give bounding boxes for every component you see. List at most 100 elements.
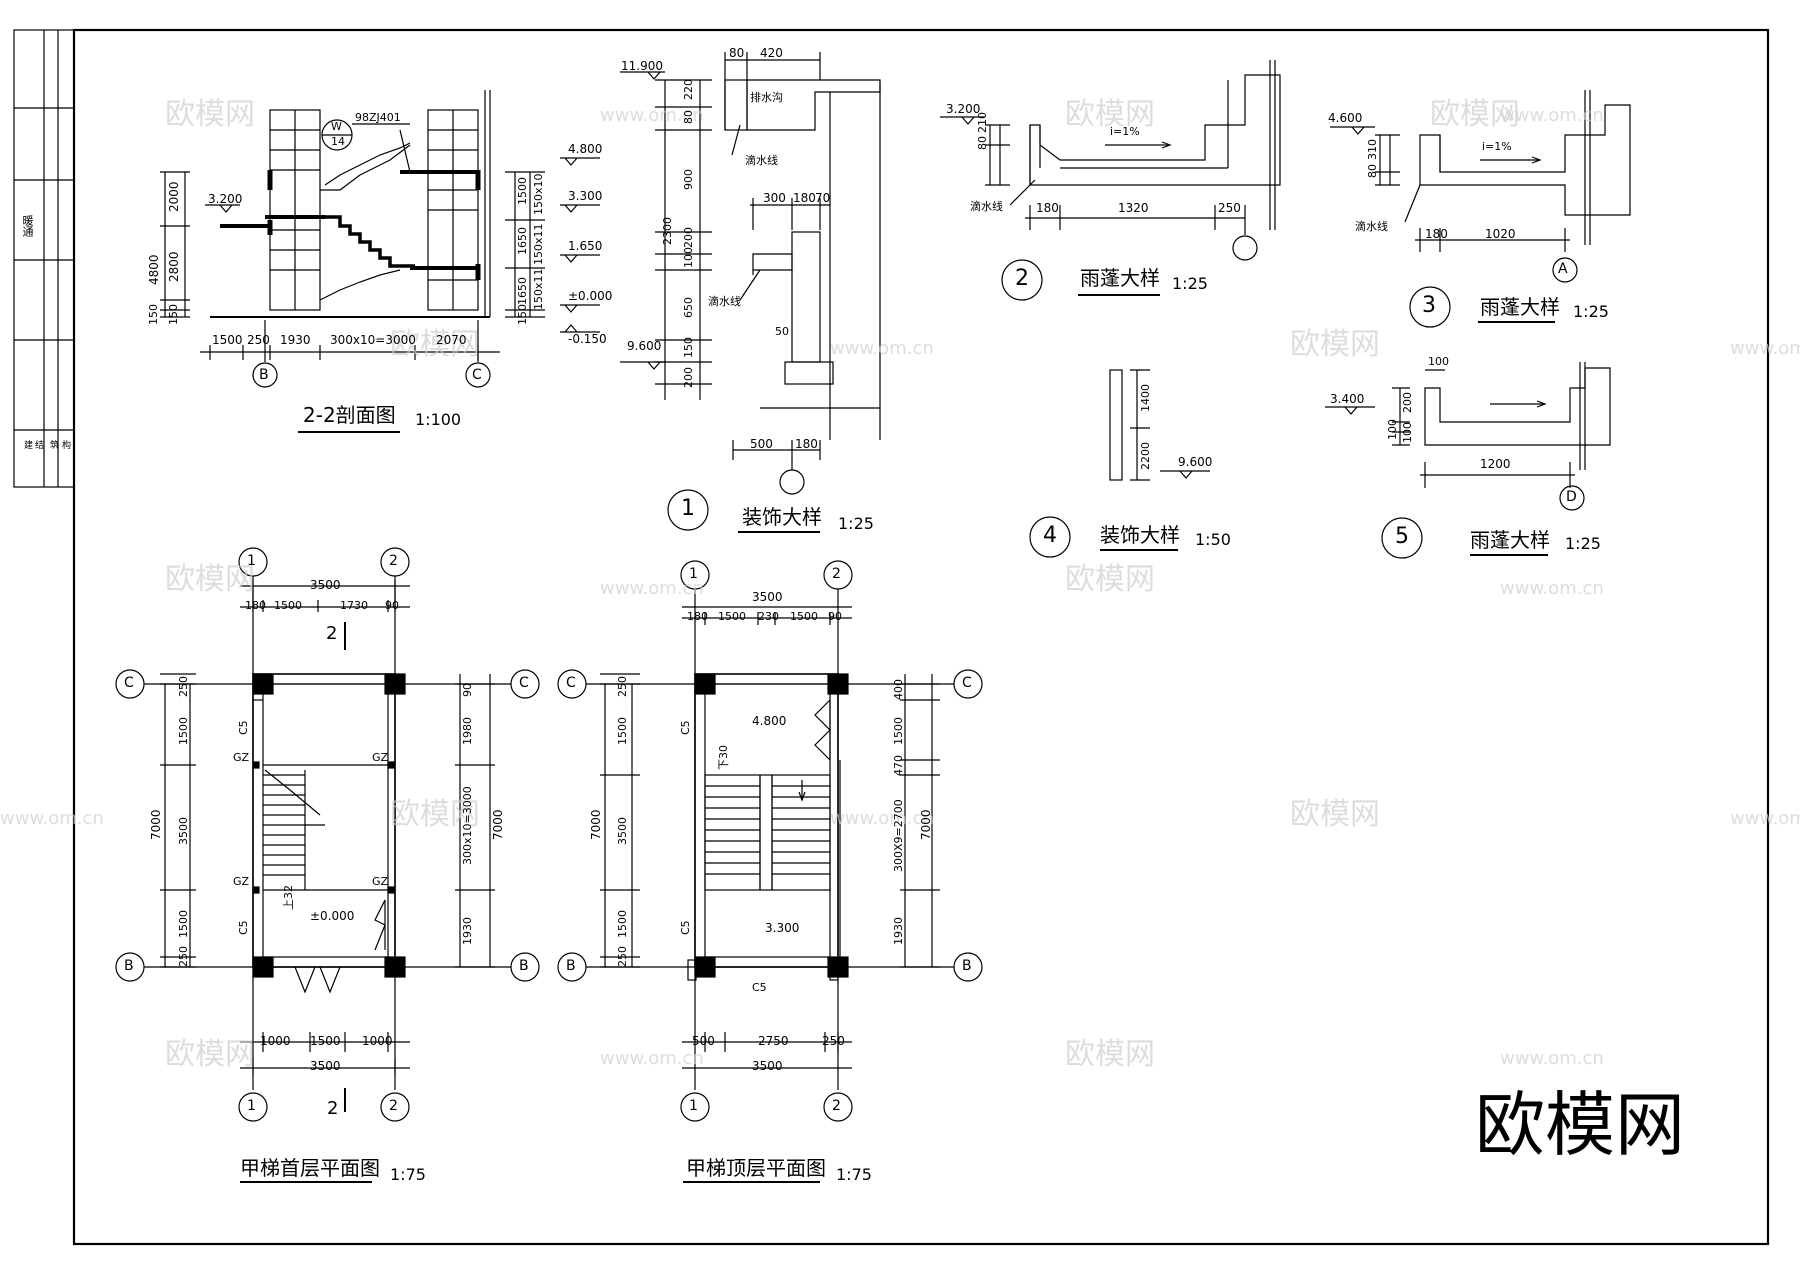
label: 1200 <box>1480 457 1511 471</box>
label: C <box>472 367 482 383</box>
label: 1.650 <box>568 239 603 253</box>
detail-5-canopy <box>1325 362 1611 559</box>
label: C5 <box>752 981 767 994</box>
label: 11.900 <box>621 59 663 73</box>
label: 900 <box>682 169 695 190</box>
label: 2000 <box>167 181 181 212</box>
watermark-text: 欧模网 <box>1065 562 1155 597</box>
label: ±0.000 <box>310 909 355 923</box>
label: 220 <box>682 79 695 100</box>
label: 420 <box>760 46 783 60</box>
label: 1650 <box>516 227 529 255</box>
watermark-url: www.om.cn <box>1500 578 1604 599</box>
label: 1650 <box>516 277 529 305</box>
label: i=1% <box>1482 140 1512 153</box>
label: 排水沟 <box>750 91 783 104</box>
label: 80 <box>1366 164 1379 178</box>
label: 500 <box>750 437 773 451</box>
label: 1930 <box>280 333 311 347</box>
label: 250 <box>177 946 190 967</box>
label: 1 <box>689 1098 698 1114</box>
detail-title: 雨蓬大样 <box>1480 295 1560 319</box>
label: 1000 <box>260 1034 291 1048</box>
label: 1500 <box>310 1034 341 1048</box>
label: 1:25 <box>1565 534 1601 553</box>
label: 2070 <box>436 333 467 347</box>
label: 180 <box>1036 201 1059 215</box>
label: 210 <box>976 112 989 133</box>
label: 1 <box>247 1098 256 1114</box>
label: GZ <box>233 875 250 888</box>
label: 1500 <box>212 333 243 347</box>
title-block-note: 暖通 <box>21 215 34 237</box>
label: 2 <box>832 1098 841 1114</box>
label: 650 <box>682 297 695 318</box>
label: 100 <box>1428 355 1449 368</box>
watermark-url: www.om.cn <box>600 105 704 126</box>
watermark-text: 欧模网 <box>165 1037 255 1072</box>
label: C <box>519 675 529 691</box>
label: GZ <box>233 751 250 764</box>
label: 500 <box>692 1034 715 1048</box>
label: B <box>259 367 269 383</box>
label: 上32 <box>282 885 295 910</box>
label: 2 <box>389 553 398 569</box>
label: C5 <box>237 920 250 935</box>
label: C <box>566 675 576 691</box>
watermark-text: 欧模网 <box>1065 1037 1155 1072</box>
label: 3500 <box>310 578 341 592</box>
watermark-url: www.om.cn <box>600 578 704 599</box>
label: 250 <box>616 946 629 967</box>
label: C5 <box>237 720 250 735</box>
label: 4 <box>1043 523 1057 548</box>
watermark-text: 欧模网 <box>390 797 480 832</box>
label: 250 <box>1218 201 1241 215</box>
label: 1020 <box>1485 227 1516 241</box>
label: 1500 <box>177 910 190 938</box>
label: A <box>1558 261 1568 277</box>
label: 150x11 <box>532 223 545 265</box>
label: 2 <box>832 566 841 582</box>
label: 3.200 <box>208 192 243 206</box>
label: 100 <box>1401 422 1414 443</box>
label: 2300 <box>661 217 674 245</box>
label: 3.200 <box>946 102 981 116</box>
label: 1000 <box>362 1034 393 1048</box>
label: 1500 <box>274 599 302 612</box>
label: 3500 <box>310 1059 341 1073</box>
watermark-url: www.om.cn <box>1500 105 1604 126</box>
label: 80 <box>976 136 989 150</box>
label: 4800 <box>147 254 161 285</box>
label: 90 <box>828 610 842 623</box>
label: 1:75 <box>836 1165 872 1184</box>
label: C <box>124 675 134 691</box>
label: GZ <box>372 751 389 764</box>
label: 250 <box>177 676 190 697</box>
detail-4-decoration <box>1029 369 1210 558</box>
label: 2750 <box>758 1034 789 1048</box>
label: 200 <box>1401 392 1414 413</box>
watermark-text: 欧模网 <box>390 327 480 362</box>
label: 300X9=2700 <box>892 799 905 872</box>
label: 230 <box>758 610 779 623</box>
label: 1500 <box>177 717 190 745</box>
label: 1 <box>247 553 256 569</box>
label: 70 <box>815 191 831 205</box>
label: 4.800 <box>752 714 787 728</box>
label: 1:75 <box>390 1165 426 1184</box>
label: 筑 <box>48 440 58 449</box>
label: 200 <box>682 367 695 388</box>
brand-logo-text: 欧模网 <box>1475 1084 1685 1166</box>
label: C <box>962 675 972 691</box>
label: 4.800 <box>568 142 603 156</box>
label: 1500 <box>790 610 818 623</box>
watermark-text: 欧模网 <box>1290 327 1380 362</box>
label: 150 <box>516 304 529 325</box>
plan-ground-floor <box>115 547 540 1183</box>
label: 180 <box>793 191 816 205</box>
label: 3500 <box>752 1059 783 1073</box>
label: 滴水线 <box>1355 220 1388 233</box>
detail-2-canopy <box>940 60 1281 301</box>
label: 250 <box>616 676 629 697</box>
